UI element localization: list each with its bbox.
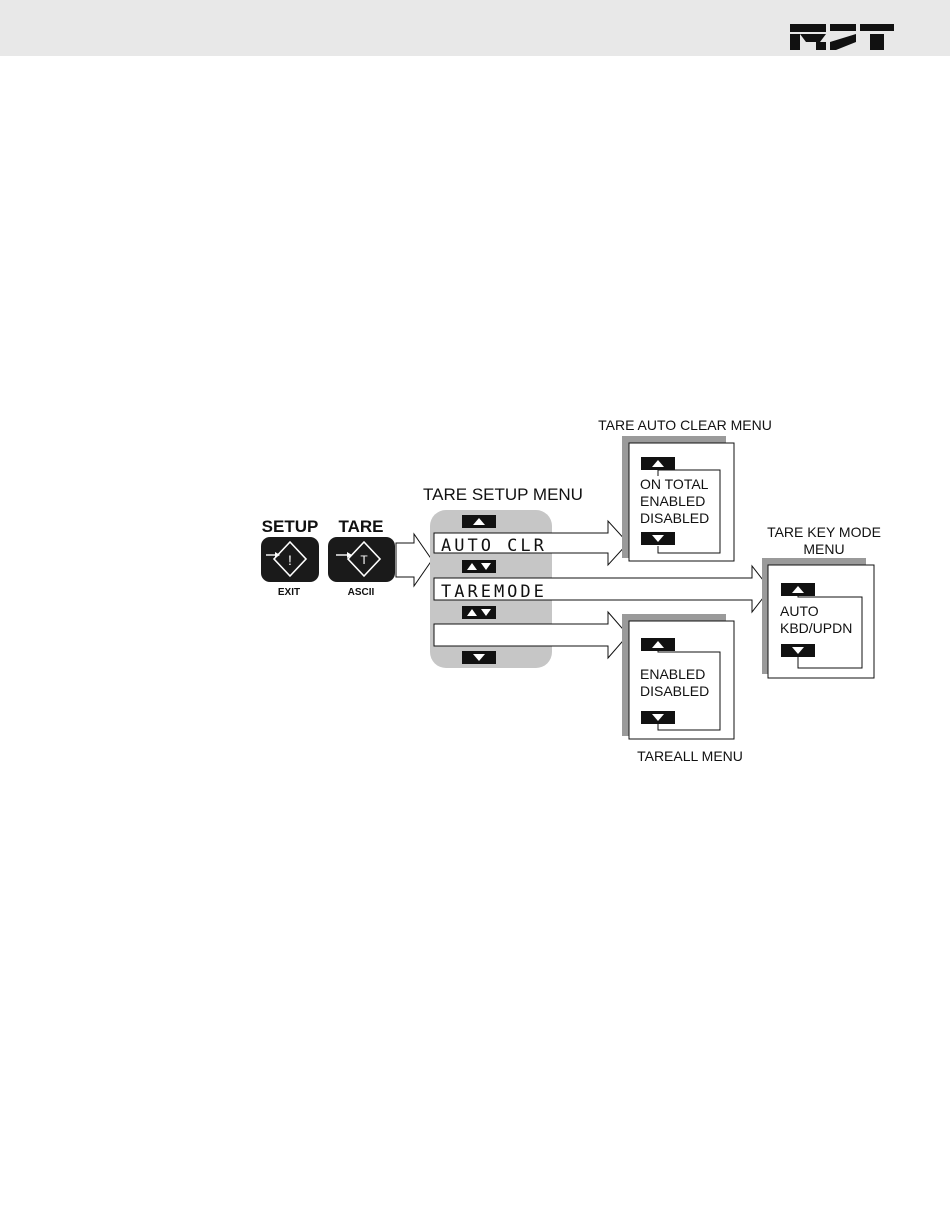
menu-updown-button-2[interactable] — [462, 606, 496, 619]
tare-key-label: TARE — [338, 517, 383, 536]
tareall-option-disabled[interactable]: DISABLED — [640, 683, 709, 699]
menu-item-auto-clr[interactable]: AUTO CLR — [441, 536, 547, 556]
tareall-up-button[interactable] — [641, 638, 675, 651]
tareall-down-button[interactable] — [641, 711, 675, 724]
auto-clear-option-disabled[interactable]: DISABLED — [640, 510, 709, 526]
auto-clear-option-on-total[interactable]: ON TOTAL — [640, 476, 709, 492]
key-mode-option-kbd-updn[interactable]: KBD/UPDN — [780, 620, 852, 636]
key-mode-up-button[interactable] — [781, 583, 815, 596]
key-mode-option-auto[interactable]: AUTO — [780, 603, 819, 619]
setup-key-icon[interactable]: ! — [261, 537, 319, 582]
auto-clear-down-button[interactable] — [641, 532, 675, 545]
tare-setup-menu-title: TARE SETUP MENU — [423, 485, 583, 504]
menu-updown-button-1[interactable] — [462, 560, 496, 573]
menu-down-button[interactable] — [462, 651, 496, 664]
auto-clear-option-enabled[interactable]: ENABLED — [640, 493, 705, 509]
ascii-label: ASCII — [348, 587, 375, 598]
tare-key-icon[interactable]: T — [328, 537, 395, 582]
tare-auto-clear-menu-title: TARE AUTO CLEAR MENU — [598, 417, 772, 433]
auto-clear-up-button[interactable] — [641, 457, 675, 470]
key-mode-down-button[interactable] — [781, 644, 815, 657]
tare-key-mode-menu-title-1: TARE KEY MODE — [767, 524, 881, 540]
menu-item-taremode[interactable]: TAREMODE — [441, 582, 547, 602]
exit-label: EXIT — [278, 587, 300, 598]
setup-key-label: SETUP — [262, 517, 319, 536]
tare-key-glyph: T — [360, 553, 368, 567]
tare-key-mode-menu-title-2: MENU — [803, 541, 844, 557]
keys-to-menu-arrow — [396, 534, 432, 586]
tareall-menu-title: TAREALL MENU — [637, 748, 743, 764]
menu-up-button[interactable] — [462, 515, 496, 528]
tareall-option-enabled[interactable]: ENABLED — [640, 666, 705, 682]
setup-key-glyph: ! — [288, 552, 292, 568]
